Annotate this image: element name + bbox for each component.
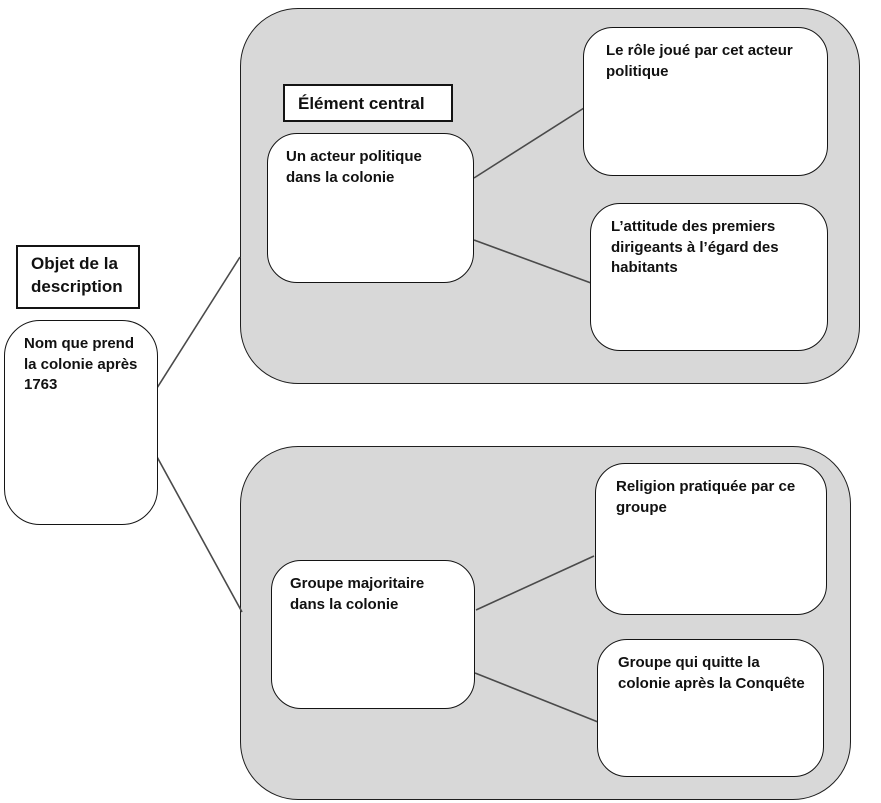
connector-subject-to-top-group [156, 256, 241, 389]
subject-node-nom-colonie: Nom que prend la colonie après 1763 [4, 320, 158, 525]
element-central-label: Élément central [283, 84, 453, 122]
center-node-acteur-politique: Un acteur politique dans la colonie [267, 133, 474, 283]
connector-subject-to-bottom-group [155, 454, 243, 613]
child-node-religion: Religion pratiquée par ce groupe [595, 463, 827, 615]
objet-description-label: Objet de la description [16, 245, 140, 309]
child-node-attitude-dirigeants: L’attitude des premiers dirigeants à l’é… [590, 203, 828, 351]
child-node-role-acteur: Le rôle joué par cet acteur politique [583, 27, 828, 176]
child-node-groupe-quitte: Groupe qui quitte la colonie après la Co… [597, 639, 824, 777]
center-node-groupe-majoritaire: Groupe majoritaire dans la colonie [271, 560, 475, 709]
